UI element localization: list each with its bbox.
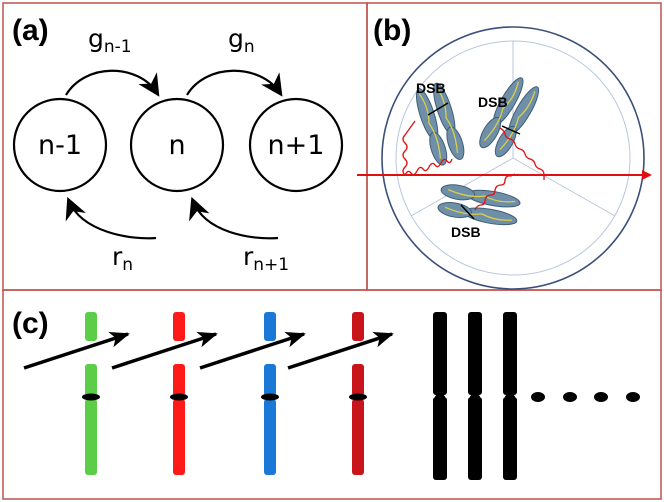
continuation-dot (563, 392, 577, 402)
panel-b: (b) (357, 14, 652, 290)
chromosome-generation-1 (82, 312, 100, 475)
backward-arrow-1 (65, 196, 157, 240)
chromosome-generation-6 (468, 312, 482, 480)
generation-arrow-3 (199, 331, 306, 370)
panel-a-label: (a) (12, 14, 49, 47)
panel-c: (c) (12, 307, 640, 480)
chromosome-left (415, 82, 465, 166)
chromosome-right (479, 77, 540, 158)
panel-c-label: (c) (12, 307, 49, 340)
forward-arrow-1 (65, 69, 160, 97)
panel-b-label: (b) (373, 14, 411, 47)
state-label-n: n (168, 130, 185, 161)
dsb-label-right: DSB (478, 94, 508, 110)
dsb-mark-right (501, 125, 521, 135)
panel-c-border (2, 289, 662, 500)
chromosome-generation-2 (170, 312, 188, 475)
chromosome-generation-5 (433, 312, 447, 480)
state-circle-n (129, 97, 225, 193)
backward-rate-1-subscript: n (122, 255, 133, 275)
continuation-dot (594, 392, 608, 402)
generation-arrow-2 (111, 331, 218, 370)
state-label-n-plus-1: n+1 (268, 130, 325, 161)
forward-rate-1: gn-1 (88, 24, 132, 57)
backward-rate-2: rn+1 (243, 242, 289, 275)
delta-ray-bottom (474, 173, 516, 211)
chromosome-generation-7 (503, 312, 517, 480)
chromosome-row (82, 312, 517, 480)
dsb-mark-bottom (460, 204, 475, 220)
panel-a: (a) n-1 n n+1 gn-1 gn rn rn+1 (12, 14, 344, 275)
delta-ray-right (499, 127, 545, 180)
backward-rate-1: rn (112, 242, 133, 275)
generation-arrow-1 (23, 331, 130, 370)
generation-arrows (23, 331, 394, 370)
forward-rate-1-subscript: n-1 (104, 37, 132, 57)
forward-rate-2: gn (228, 24, 255, 57)
forward-rate-2-symbol: g (228, 24, 244, 53)
state-circle-n-minus-1 (12, 97, 108, 193)
dsb-mark-left (427, 102, 449, 116)
state-circle-n-plus-1 (248, 97, 344, 193)
chromosome-generation-4 (349, 312, 367, 475)
forward-arrow-2 (186, 69, 283, 97)
continuation-dots (531, 392, 640, 402)
state-label-n-minus-1: n-1 (38, 130, 82, 161)
continuation-dot (531, 392, 545, 402)
dsb-label-bottom: DSB (451, 224, 481, 240)
forward-rate-1-symbol: g (88, 24, 104, 53)
backward-rate-2-symbol: r (243, 242, 254, 271)
backward-rate-2-subscript: n+1 (253, 255, 289, 275)
continuation-dot (626, 392, 640, 402)
backward-rate-1-symbol: r (112, 242, 123, 271)
chromosome-generation-3 (261, 312, 279, 475)
generation-arrow-4 (287, 331, 394, 370)
dsb-label-left: DSB (416, 80, 446, 96)
backward-arrow-2 (189, 196, 279, 240)
forward-rate-2-subscript: n (244, 37, 255, 57)
